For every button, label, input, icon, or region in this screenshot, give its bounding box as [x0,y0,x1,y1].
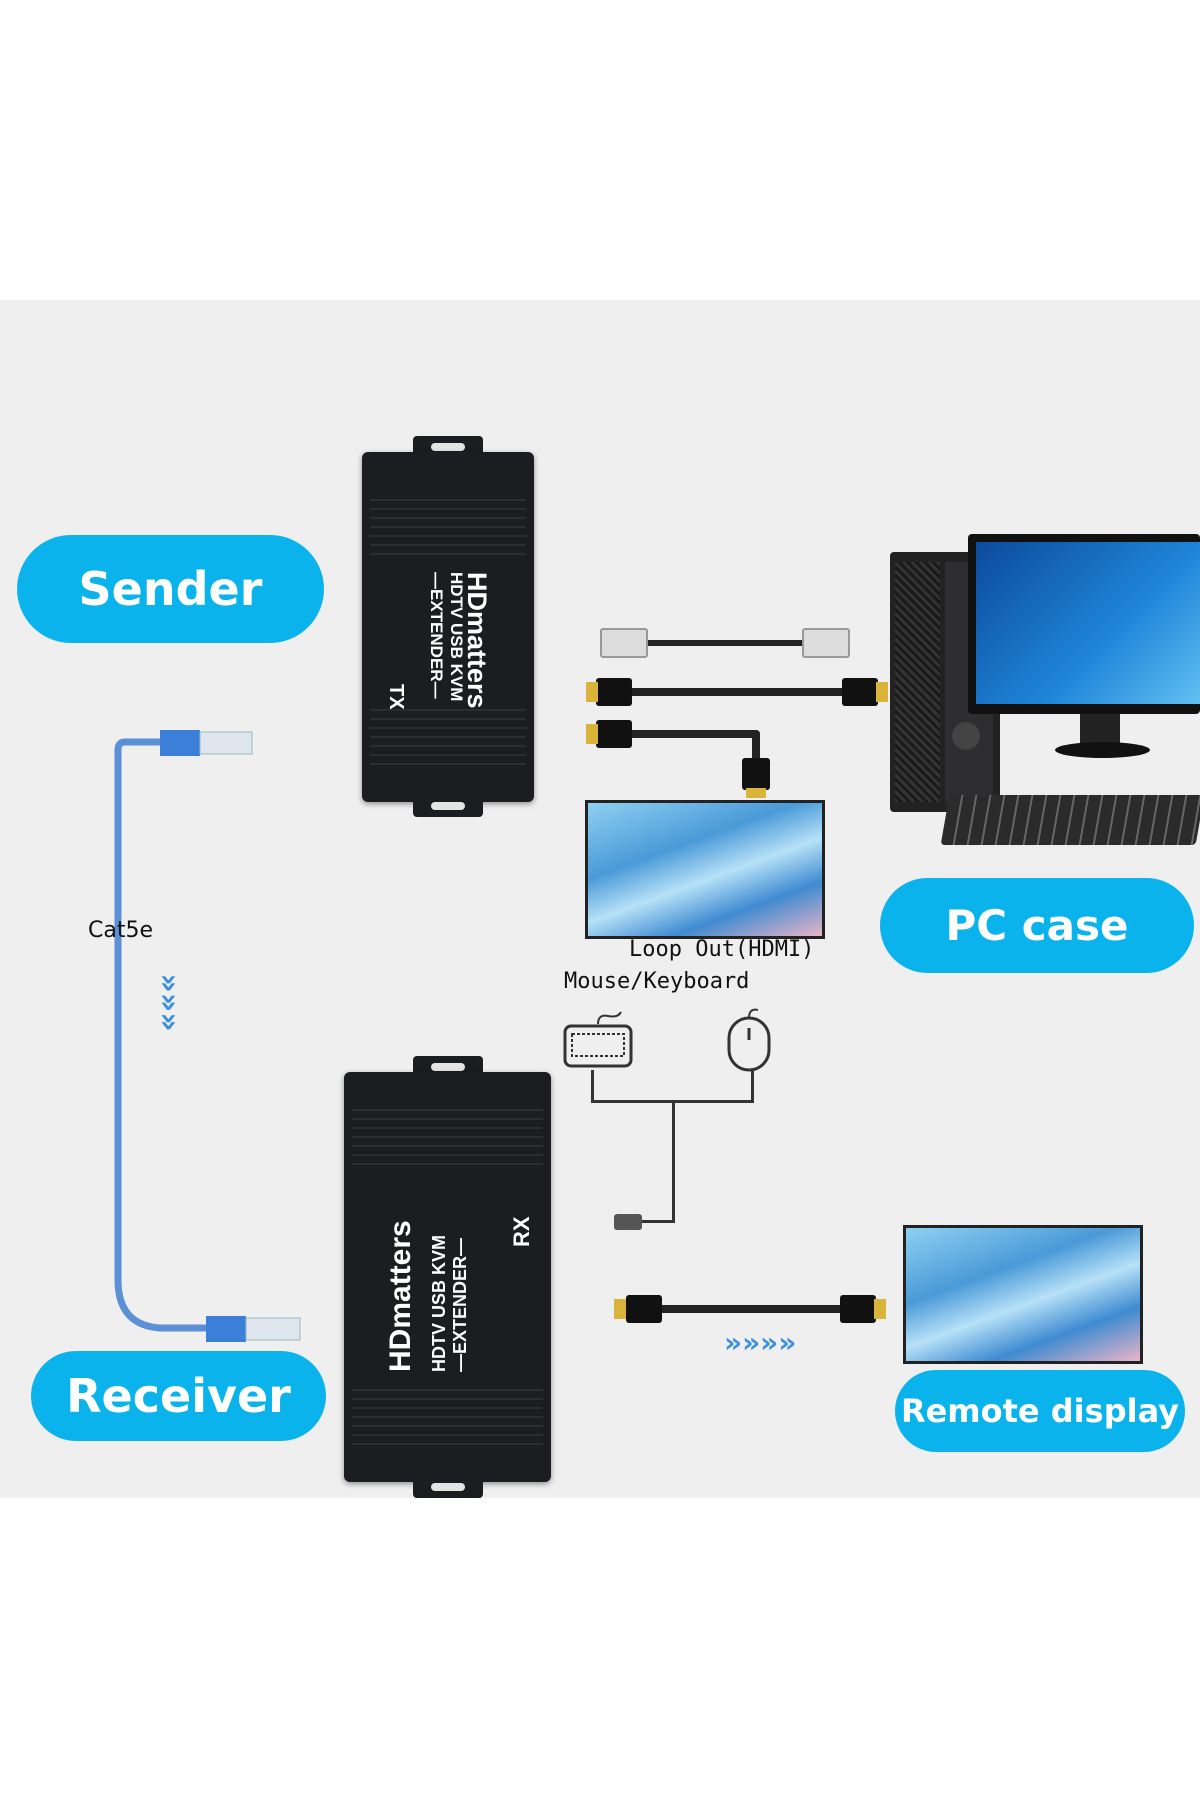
tx-unit: TX [385,684,407,710]
tx-type: —EXTENDER— [427,572,446,699]
loop-out-monitor [585,800,825,939]
mouse-keyboard-label: Mouse/Keyboard [564,969,750,994]
cable-type-label: Cat5e [88,918,154,943]
hdmi-plug [596,678,632,706]
usb-plug-left [600,628,648,658]
rj45-connector-top [160,730,200,756]
hdmi-cable-loop [620,730,760,738]
rx-unit: RX [509,1216,534,1247]
mouse-icon [727,1008,771,1072]
remote-monitor [903,1225,1143,1364]
rx-type: —EXTENDER— [450,1237,470,1372]
cat5e-cable [114,730,301,1342]
loop-out-label: Loop Out(HDMI) [629,937,815,962]
sender-label: Sender [17,535,324,643]
monitor-stand [1080,714,1120,744]
hdmi-plug [596,720,632,748]
hdmi-cable-pc [620,688,860,696]
usb-plug-right [802,628,850,658]
remote-display-label: Remote display [895,1370,1185,1452]
hdmi-plug [842,678,878,706]
right-arrows-icon: »»»» [724,1326,797,1359]
usb-cable [645,640,805,646]
rj45-connector-bottom [206,1316,246,1342]
tx-model: HDTV USB KVM [447,572,466,702]
keyboard-icon [563,1011,633,1068]
down-arrows-icon: »»» [151,973,187,1032]
tx-extender: HDmatters HDTV USB KVM —EXTENDER— TX [362,436,534,817]
hdmi-cable-remote [640,1305,860,1313]
rx-brand: HDmatters [384,1220,417,1372]
usb-plug [614,1214,642,1230]
monitor-base [1055,742,1150,758]
rx-model: HDTV USB KVM [429,1234,449,1372]
keyboard [940,795,1200,845]
pc-case-label: PC case [880,878,1194,973]
rx-extender: HDmatters HDTV USB KVM —EXTENDER— RX [344,1056,551,1498]
receiver-label: Receiver [31,1351,326,1441]
pc-monitor [968,534,1200,714]
